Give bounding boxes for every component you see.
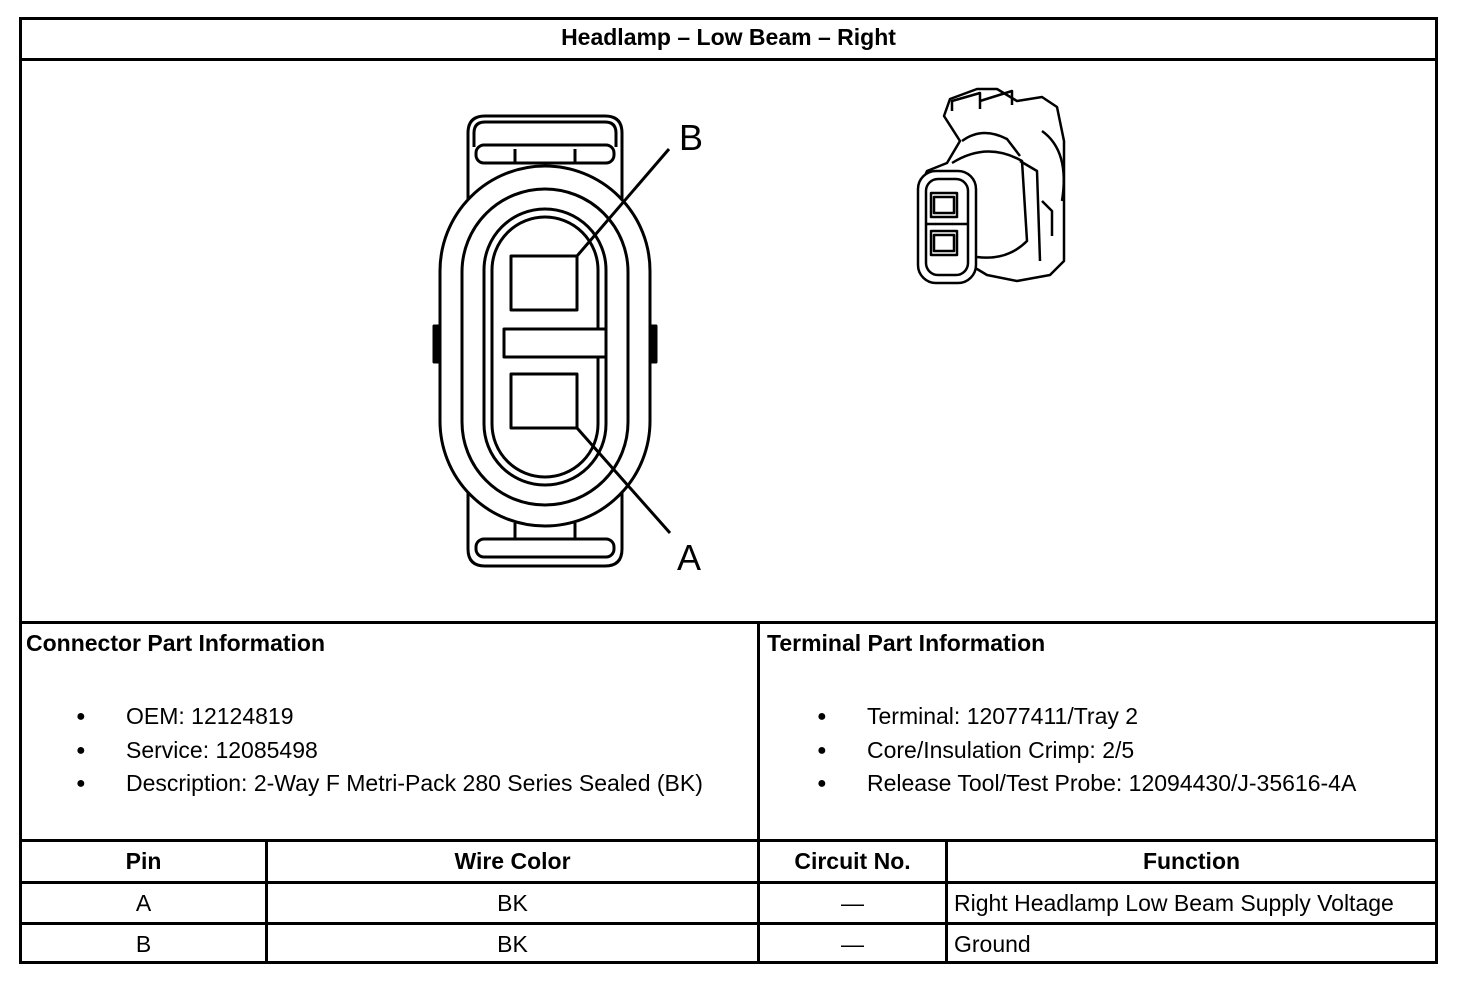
table-cell-pin: B [135, 931, 152, 957]
table-col-divider-3 [945, 839, 948, 964]
info-divider [757, 621, 760, 964]
connector-info-item: Service: 12085498 [76, 734, 703, 768]
connector-info-heading: Connector Part Information [26, 630, 326, 656]
terminal-info-list: Terminal: 12077411/Tray 2 Core/Insulatio… [817, 700, 1356, 801]
table-header-circuit-no: Circuit No. [794, 848, 911, 874]
connector-face-view [432, 114, 672, 568]
section-divider-top [19, 621, 1438, 624]
pin-label-b: B [679, 117, 703, 158]
table-cell-function: Ground [954, 931, 1031, 957]
table-cell-pin: A [135, 889, 152, 916]
terminal-info-item: Terminal: 12077411/Tray 2 [817, 700, 1356, 734]
diagram-frame [19, 17, 1438, 964]
connector-isometric-view [916, 87, 1066, 285]
table-cell-wire-color: BK [497, 931, 528, 957]
table-cell-circuit-no: — [841, 889, 864, 916]
pin-label-a: A [677, 537, 701, 578]
connector-info-item: OEM: 12124819 [76, 700, 703, 734]
table-cell-wire-color: BK [497, 889, 528, 916]
terminal-info-item: Release Tool/Test Probe: 12094430/J-3561… [817, 767, 1356, 801]
connector-drawing: B A [432, 87, 1066, 578]
table-row-divider [19, 922, 1438, 925]
table-header-function: Function [1142, 848, 1241, 874]
table-divider [19, 839, 1438, 842]
table-header-wire-color: Wire Color [454, 848, 571, 874]
connector-info-item: Description: 2-Way F Metri-Pack 280 Seri… [76, 767, 703, 801]
table-col-divider-1 [265, 839, 268, 964]
table-cell-circuit-no: — [841, 931, 864, 957]
connector-info-list: OEM: 12124819 Service: 12085498 Descript… [76, 700, 703, 801]
terminal-info-item: Core/Insulation Crimp: 2/5 [817, 734, 1356, 768]
table-header-divider [19, 881, 1438, 884]
diagram-title: Headlamp – Low Beam – Right [19, 17, 1438, 61]
table-cell-function: Right Headlamp Low Beam Supply Voltage [954, 889, 1394, 916]
terminal-info-heading: Terminal Part Information [767, 630, 1046, 656]
table-header-pin: Pin [125, 848, 162, 874]
